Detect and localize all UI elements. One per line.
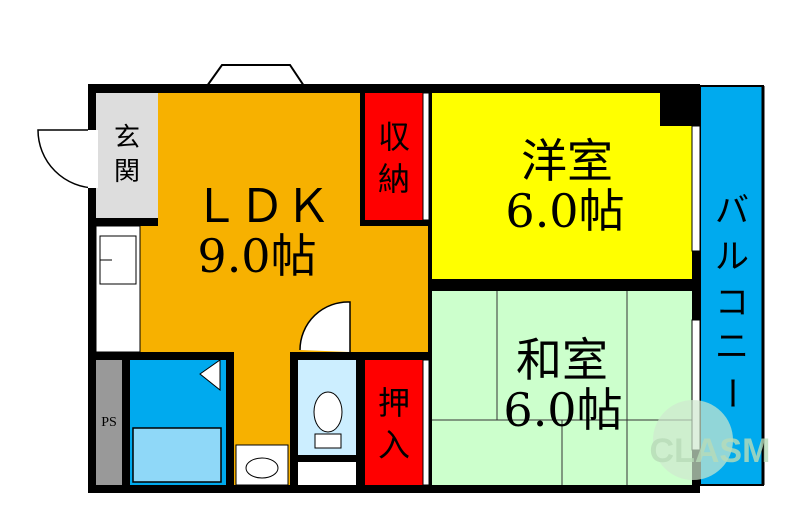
closet-bottom-label-2: 入 xyxy=(378,426,410,464)
ldk-name: ＬＤＫ xyxy=(193,179,331,233)
entrance xyxy=(96,93,158,218)
closet-top xyxy=(365,93,423,220)
closet-top-door xyxy=(422,92,430,221)
toilet-bowl xyxy=(313,391,343,433)
washbasin-bowl xyxy=(245,457,279,479)
closet-bottom xyxy=(365,360,423,485)
ps-shaft xyxy=(96,360,122,485)
washitsu-size: 6.0帖 xyxy=(503,383,622,437)
closet-bottom-door xyxy=(422,359,430,486)
tatami-lines xyxy=(432,291,692,485)
ldk-room xyxy=(140,93,428,485)
balcony-label-1: バ xyxy=(715,191,749,231)
entrance-label-2: 関 xyxy=(114,157,140,187)
balcony-label-3: コ xyxy=(715,283,749,323)
balcony-label-5: ー xyxy=(711,376,751,410)
closet-bottom-label-1: 押 xyxy=(378,384,410,422)
closet-top-label-2: 納 xyxy=(378,160,410,198)
toilet-door-swing xyxy=(299,301,351,352)
ldk-size: 9.0帖 xyxy=(197,229,316,283)
yoshitsu-name: 洋室 xyxy=(521,134,613,188)
toilet-tank xyxy=(314,433,342,449)
watermark-text: CLASM xyxy=(650,432,771,470)
toilet-shelf xyxy=(298,462,356,485)
washitsu-name: 和室 xyxy=(516,333,608,387)
balcony-label-4: ニ xyxy=(715,327,749,367)
yoshitsu-room xyxy=(432,93,692,279)
bath-door xyxy=(199,359,221,392)
bathtub xyxy=(132,427,222,483)
ps-label: PS xyxy=(101,415,117,430)
entry-door-swing xyxy=(37,129,97,189)
top-window-bay xyxy=(205,64,306,87)
balcony-window-top xyxy=(691,125,701,252)
closet-top-label-1: 収 xyxy=(378,118,410,156)
watermark-circle xyxy=(653,400,733,480)
balcony-label-2: ル xyxy=(715,237,749,277)
pillar-top-right xyxy=(660,86,700,126)
kitchen-sink xyxy=(99,235,137,285)
entrance-label-1: 玄 xyxy=(114,123,140,153)
yoshitsu-size: 6.0帖 xyxy=(505,184,624,238)
entry-door-opening xyxy=(88,130,98,188)
